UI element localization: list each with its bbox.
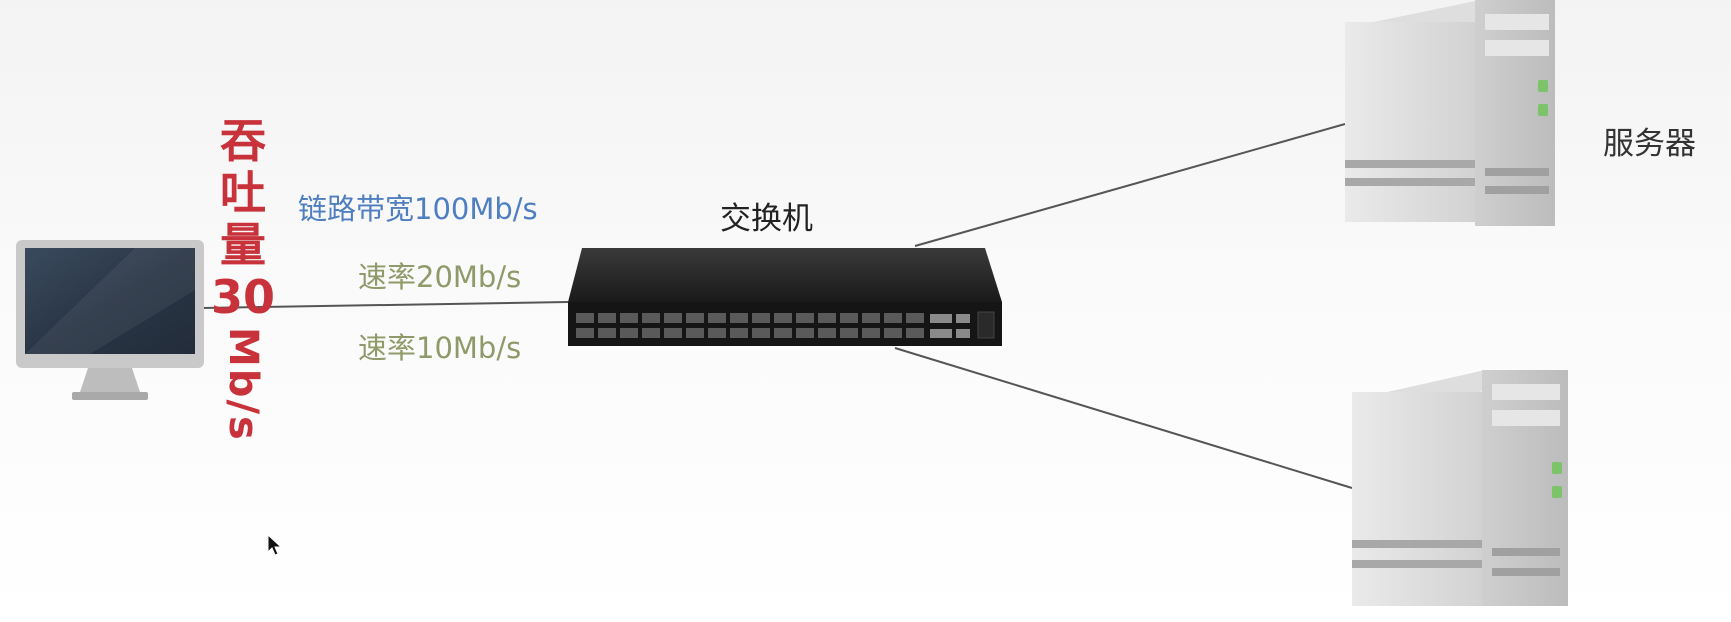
link-pc-switch <box>201 301 569 309</box>
server-label: 服务器 <box>1603 126 1696 162</box>
server-icon <box>1352 370 1568 606</box>
cursor-icon <box>267 534 283 556</box>
throughput-number: 30 <box>210 270 275 324</box>
switch-icon <box>568 248 1002 346</box>
link-switch-server-top <box>914 123 1346 247</box>
throughput-label: 吞 吐 量 30 Mb/s <box>208 115 278 442</box>
throughput-char: 吞 <box>220 114 266 168</box>
switch-label: 交换机 <box>720 201 813 237</box>
rate-label-top: 速率20Mb/s <box>358 260 522 294</box>
link-switch-server-bottom <box>894 347 1353 489</box>
link-bandwidth-label: 链路带宽100Mb/s <box>298 192 538 226</box>
throughput-char: 量 <box>220 218 266 272</box>
throughput-unit: Mb/s <box>220 327 266 442</box>
rate-label-bottom: 速率10Mb/s <box>358 331 522 365</box>
throughput-char: 吐 <box>220 166 266 220</box>
server-icon <box>1345 0 1555 226</box>
monitor-icon <box>16 240 204 400</box>
